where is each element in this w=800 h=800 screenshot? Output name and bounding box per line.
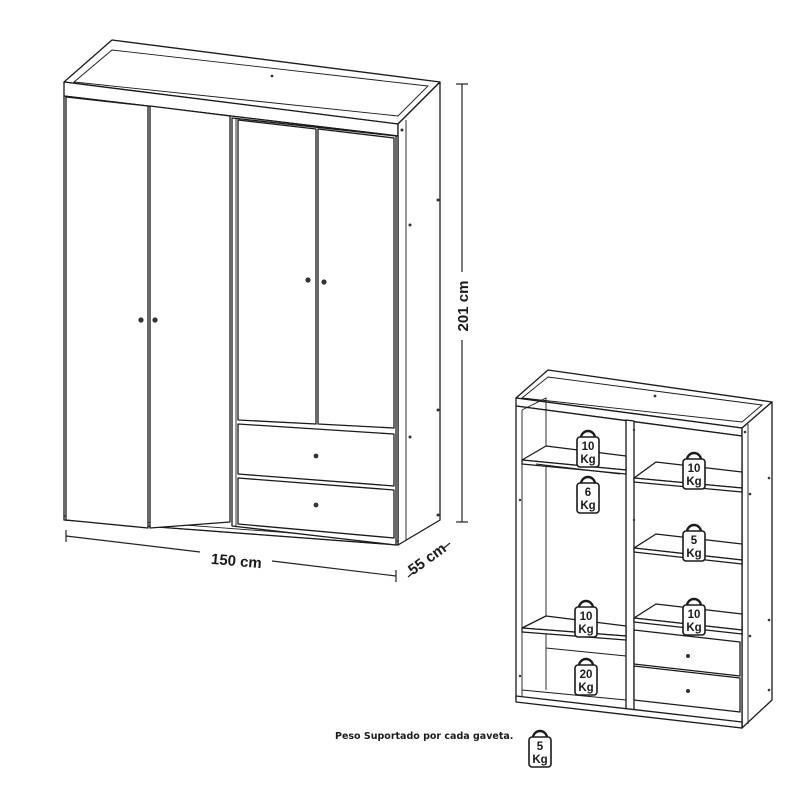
- weight-tag-right-shelf-2: 5Kg: [682, 523, 706, 562]
- weight-unit: Kg: [580, 500, 595, 512]
- left-door[interactable]: [65, 96, 149, 529]
- width-label: 150 cm: [210, 551, 262, 572]
- weight-value: 5: [691, 535, 698, 547]
- side-panel-holes: [400, 128, 440, 517]
- weight-tag-body: [576, 436, 600, 468]
- weight-tag-handle-icon: [579, 429, 597, 439]
- weight-tag-handle-icon: [685, 523, 703, 533]
- weight-tag-drawer: 5Kg: [528, 729, 552, 768]
- weight-tag-handle-icon: [531, 729, 549, 739]
- weight-tag-body: [576, 482, 600, 514]
- weight-unit: Kg: [532, 754, 547, 766]
- open-side-holes: [743, 430, 771, 692]
- weight-tag-body: [682, 458, 706, 490]
- open-drawer-2[interactable]: [633, 665, 741, 713]
- weight-tag-body: [574, 606, 598, 638]
- weight-value: 10: [688, 463, 701, 475]
- weight-unit: Kg: [578, 624, 593, 636]
- door-knob[interactable]: [305, 277, 311, 283]
- right-door-1[interactable]: [237, 119, 317, 425]
- weight-tag-handle-icon: [685, 597, 703, 607]
- weight-unit: Kg: [578, 682, 593, 694]
- weight-tag-handle-icon: [579, 475, 597, 485]
- door-knob[interactable]: [138, 317, 144, 323]
- door-knob[interactable]: [321, 279, 327, 285]
- weight-tag-body: [682, 530, 706, 562]
- weight-tag-body: [574, 664, 598, 696]
- open-wardrobe: [515, 369, 773, 729]
- height-label: 201 cm: [455, 281, 472, 332]
- weight-tag-handle-icon: [577, 599, 595, 609]
- weight-value: 10: [582, 441, 595, 453]
- weight-unit: Kg: [580, 454, 595, 466]
- right-door-2[interactable]: [317, 128, 395, 429]
- depth-label: 55 cm: [405, 540, 449, 579]
- weight-unit: Kg: [686, 548, 701, 560]
- open-drawer-1[interactable]: [633, 629, 741, 677]
- door-knob[interactable]: [152, 317, 158, 323]
- width-dimension: 150 cm: [65, 530, 397, 582]
- weight-unit: Kg: [686, 476, 701, 488]
- drawer-weight-caption: Peso Suportado por cada gaveta.: [335, 731, 513, 742]
- weight-value: 5: [537, 741, 544, 753]
- weight-value: 10: [688, 609, 701, 621]
- weight-value: 10: [580, 611, 593, 623]
- weight-unit: Kg: [686, 622, 701, 634]
- weight-tag-body: [528, 736, 552, 768]
- drawer-2[interactable]: [237, 477, 395, 539]
- depth-dimension: 55 cm: [405, 540, 451, 579]
- weight-value: 6: [585, 487, 591, 499]
- weight-tag-hanging-rail: 6Kg: [576, 475, 600, 514]
- height-dimension: 201 cm: [455, 83, 472, 523]
- second-door[interactable]: [149, 105, 231, 529]
- closed-wardrobe: [63, 39, 441, 546]
- weight-tag-body: [682, 604, 706, 636]
- weight-tag-handle-icon: [577, 657, 595, 667]
- weight-value: 20: [580, 669, 593, 681]
- weight-tag-handle-icon: [685, 451, 703, 461]
